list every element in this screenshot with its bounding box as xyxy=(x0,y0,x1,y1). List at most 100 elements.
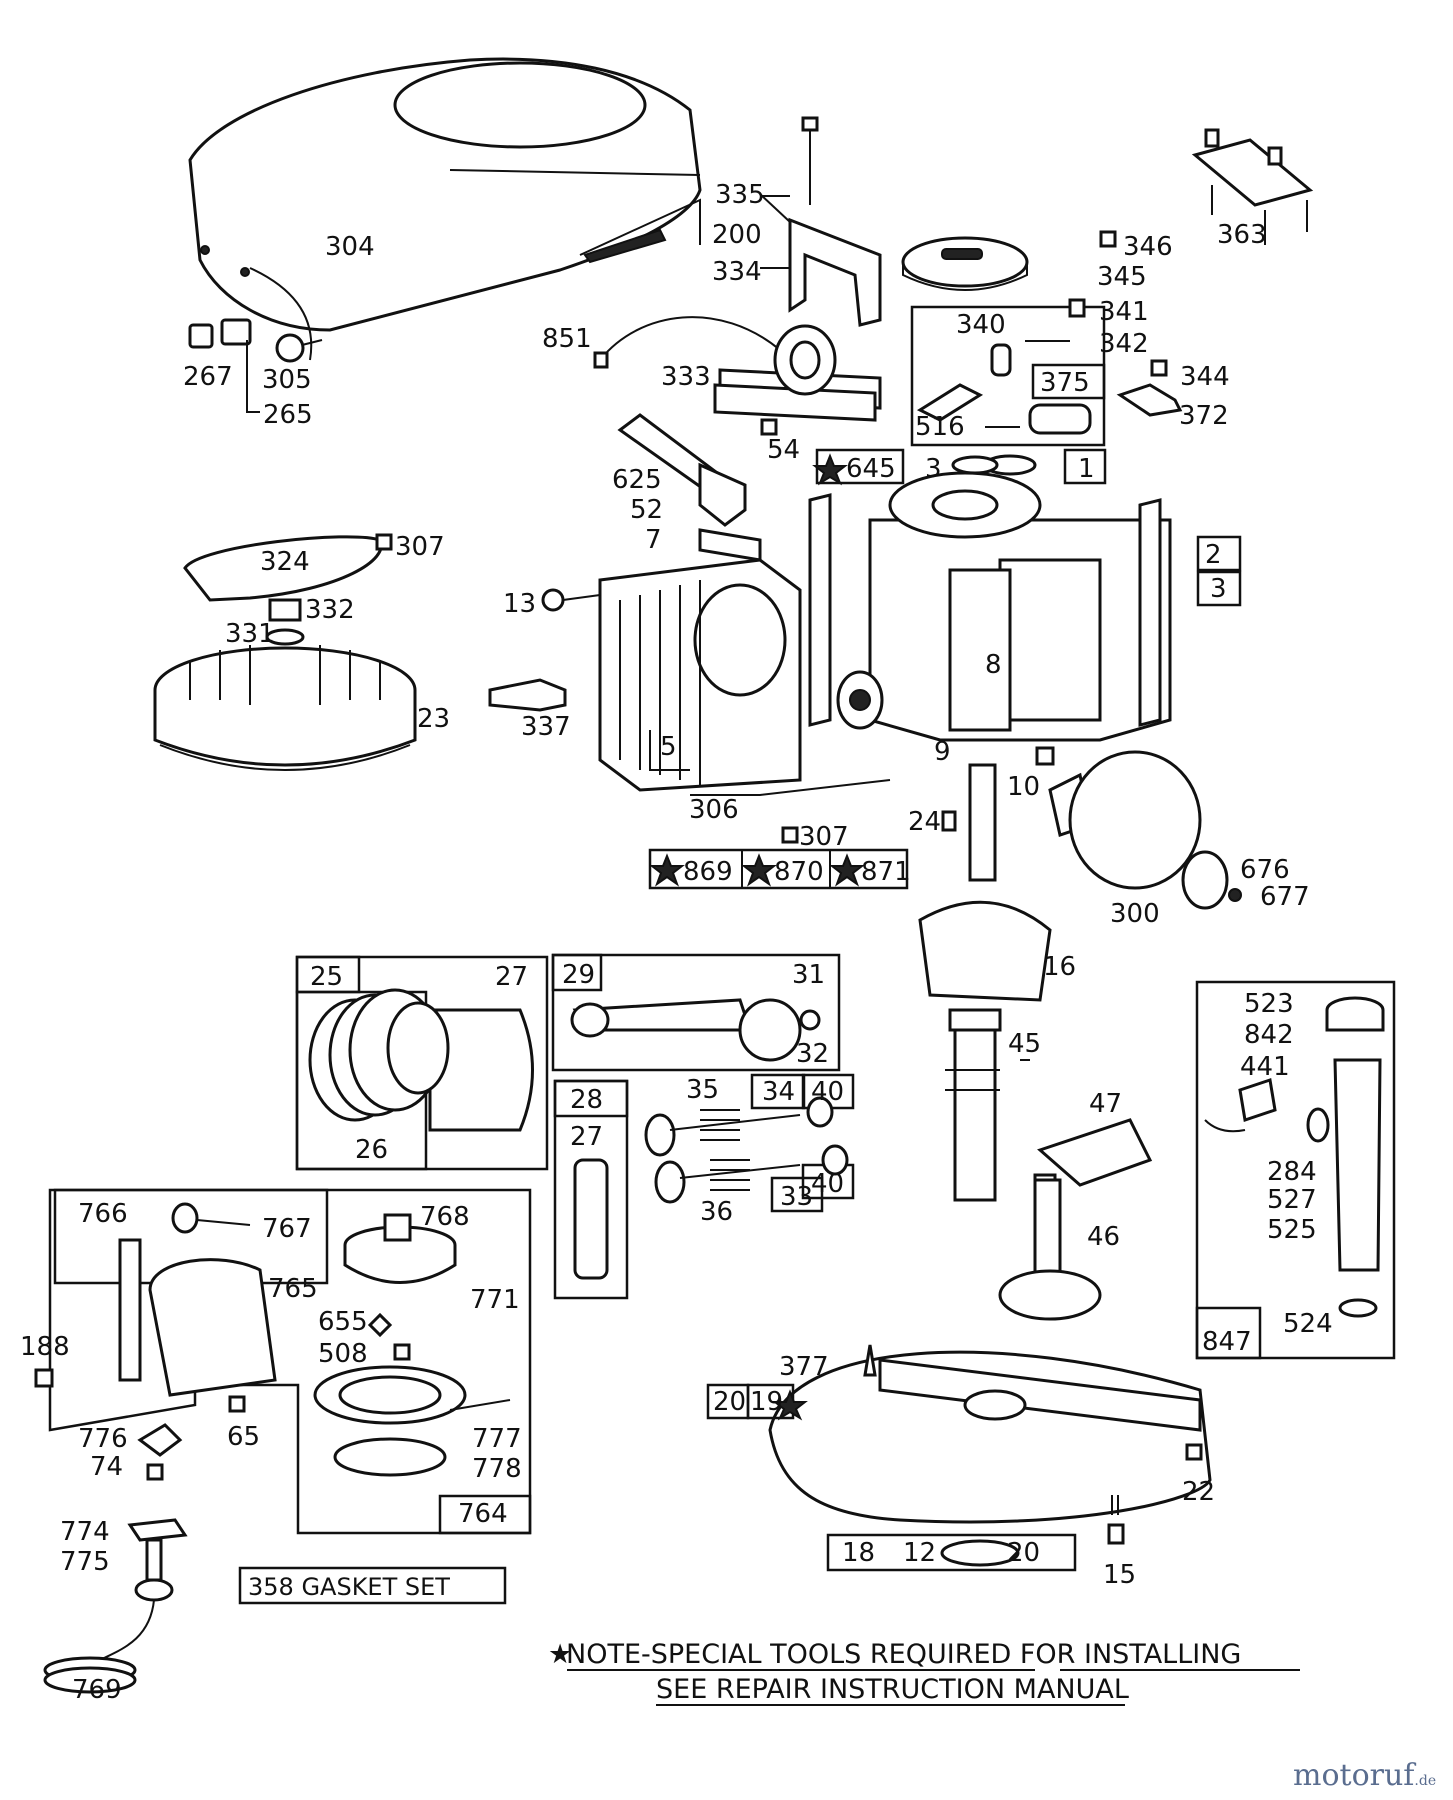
callout-776: 776 xyxy=(78,1424,128,1454)
callout-16: 16 xyxy=(1043,952,1076,982)
housing-fasteners xyxy=(188,267,323,413)
callout-25: 25 xyxy=(310,962,343,992)
callout-775: 775 xyxy=(60,1547,110,1577)
spark-plug-337 xyxy=(488,588,601,712)
callout-300: 300 xyxy=(1110,899,1160,929)
callout-769: 769 xyxy=(72,1675,122,1705)
callout-523: 523 xyxy=(1244,989,1294,1019)
callout-24: 24 xyxy=(908,807,941,837)
callout-333: 333 xyxy=(661,362,711,392)
callout-74: 74 xyxy=(90,1452,123,1482)
gasket-set-label: 358 GASKET SET xyxy=(248,1573,450,1601)
callout-677: 677 xyxy=(1260,882,1310,912)
callout-375: 375 xyxy=(1040,368,1090,398)
callout-29: 29 xyxy=(562,960,595,990)
callout-527: 527 xyxy=(1267,1185,1317,1215)
callout-26: 26 xyxy=(355,1135,388,1165)
crankshaft-16 xyxy=(918,763,1052,1202)
callout-340: 340 xyxy=(956,310,1006,340)
callout-337: 337 xyxy=(521,712,571,742)
callout-305: 305 xyxy=(262,365,312,395)
callout-52: 52 xyxy=(630,495,663,525)
callout-188: 188 xyxy=(20,1332,70,1362)
note-line-1: NOTE-SPECIAL TOOLS REQUIRED FOR INSTALLI… xyxy=(566,1639,1241,1670)
screw-307 xyxy=(781,826,799,844)
callout-7: 7 xyxy=(645,525,662,555)
spring-15 xyxy=(1107,1523,1125,1545)
callout-525: 525 xyxy=(1267,1215,1317,1245)
callout-20b: 20 xyxy=(1007,1538,1040,1568)
callout-870: 870 xyxy=(774,857,824,887)
callout-441: 441 xyxy=(1240,1052,1290,1082)
callout-516: 516 xyxy=(915,412,965,442)
key-24 xyxy=(941,810,957,832)
wrist-pin-kit-28 xyxy=(553,1079,629,1300)
callout-851: 851 xyxy=(542,324,592,354)
primer-kit-847 xyxy=(1195,980,1396,1360)
piston-kit-25 xyxy=(295,955,549,1171)
callout-32: 32 xyxy=(796,1039,829,1069)
callout-200: 200 xyxy=(712,220,762,250)
callout-524: 524 xyxy=(1283,1309,1333,1339)
callout-847: 847 xyxy=(1202,1327,1252,1357)
callout-869: 869 xyxy=(683,857,733,887)
callout-15: 15 xyxy=(1103,1560,1136,1590)
callout-8: 8 xyxy=(985,650,1002,680)
callout-34: 34 xyxy=(762,1077,795,1107)
callout-777: 777 xyxy=(472,1424,522,1454)
callout-377: 377 xyxy=(779,1352,829,1382)
callout-33: 33 xyxy=(780,1182,813,1212)
callout-284: 284 xyxy=(1267,1157,1317,1187)
callout-5: 5 xyxy=(660,732,677,762)
bracket-200 xyxy=(759,116,882,327)
callout-36: 36 xyxy=(700,1197,733,1227)
callout-304: 304 xyxy=(325,232,375,262)
breather-625 xyxy=(617,413,778,562)
gasket-set-box xyxy=(238,1566,507,1605)
sump-base xyxy=(706,1344,1212,1572)
callout-12: 12 xyxy=(903,1538,936,1568)
callout-35: 35 xyxy=(686,1075,719,1105)
callout-842: 842 xyxy=(1244,1020,1294,1050)
callout-346: 346 xyxy=(1123,232,1173,262)
muffler-300 xyxy=(1048,750,1242,910)
callout-13: 13 xyxy=(503,589,536,619)
callout-767: 767 xyxy=(262,1214,312,1244)
cylinder-block xyxy=(598,454,1172,792)
callout-331: 331 xyxy=(225,619,275,649)
starter-handle xyxy=(43,1518,188,1694)
callout-267: 267 xyxy=(183,362,233,392)
callout-871: 871 xyxy=(861,857,911,887)
callout-345: 345 xyxy=(1097,262,1147,292)
callout-342: 342 xyxy=(1099,329,1149,359)
callout-625: 625 xyxy=(612,465,662,495)
watermark-logo: motoruf.de xyxy=(1293,1758,1436,1793)
blower-housing xyxy=(188,57,702,332)
callout-764: 764 xyxy=(458,1499,508,1529)
callout-771: 771 xyxy=(470,1285,520,1315)
cover-345 xyxy=(901,230,1117,291)
callout-645: 645 xyxy=(846,454,896,484)
clip-372 xyxy=(1116,359,1183,417)
kit-375 xyxy=(910,298,1106,447)
callout-18: 18 xyxy=(842,1538,875,1568)
cam-governor xyxy=(998,1118,1153,1321)
callout-768: 768 xyxy=(420,1202,470,1232)
callout-508: 508 xyxy=(318,1339,368,1369)
callout-2: 2 xyxy=(1205,540,1222,570)
callout-265: 265 xyxy=(263,400,313,430)
armature-333 xyxy=(593,316,882,422)
callout-27b: 27 xyxy=(570,1122,603,1152)
leader-306 xyxy=(690,779,891,796)
callout-3a: 3 xyxy=(925,454,942,484)
rewind-starter-764 xyxy=(34,1188,532,1535)
leader-5 xyxy=(649,730,690,771)
callout-22: 22 xyxy=(1182,1477,1215,1507)
screw-10 xyxy=(1035,746,1055,766)
callout-10: 10 xyxy=(1007,772,1040,802)
callout-307a: 307 xyxy=(395,532,445,562)
valves-assembly xyxy=(644,1073,855,1213)
callout-45: 45 xyxy=(1008,1029,1041,1059)
bracket-363 xyxy=(1191,128,1314,245)
